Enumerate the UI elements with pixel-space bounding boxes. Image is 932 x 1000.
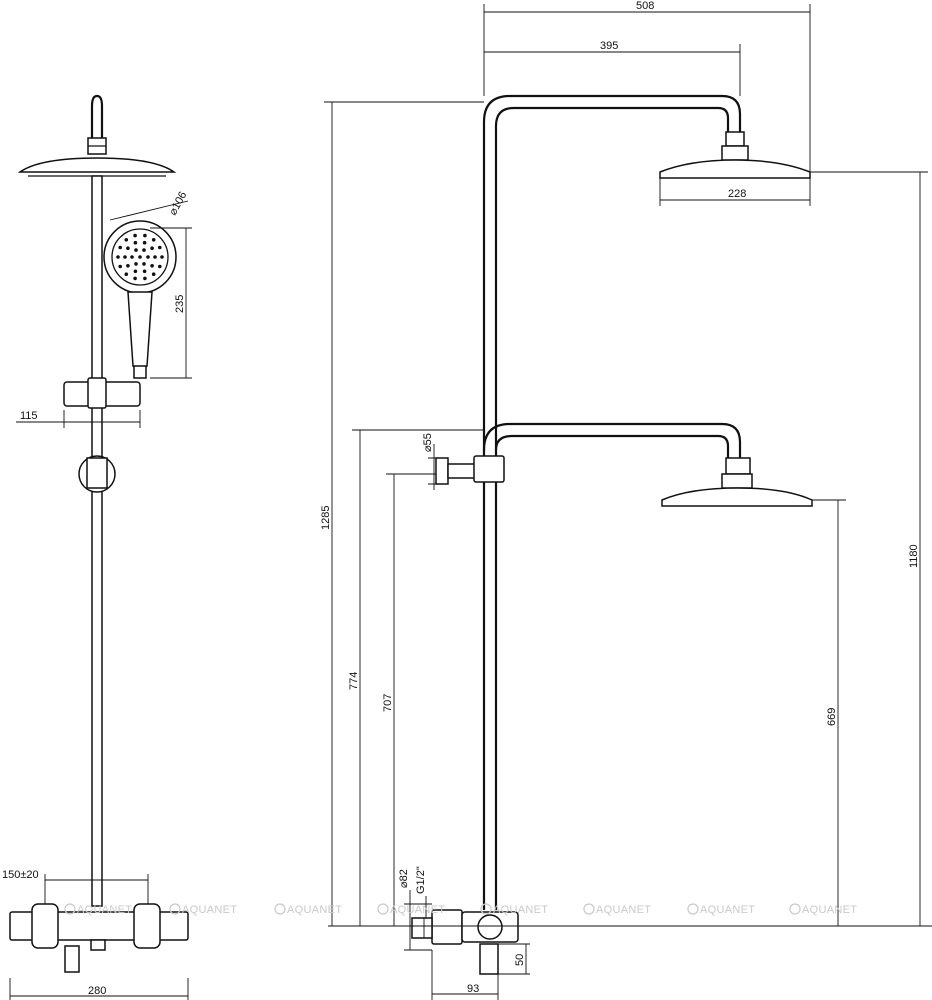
hand-shower-nozzles [116,233,164,281]
dim-mixer-spacing: 150±20 [2,869,39,881]
dim-head-height: 1180 [908,544,920,568]
side-wall-connector [411,917,433,939]
upper-riser-inner [494,106,730,910]
aquanet-logo-icon [480,903,492,915]
watermark-6: AQUANET [583,903,651,916]
dim-thread: G1/2" [415,866,427,894]
watermark-text: AQUANET [390,904,445,916]
dim-escutcheon-diameter: ⌀82 [398,869,410,888]
dim-lower-head-height: 669 [826,708,838,726]
dim-total-width: 508 [636,0,654,12]
upper-rain-head [659,159,811,179]
side-mixer-spout [479,943,499,975]
lower-arm-inner [494,434,730,458]
lower-head-connector [725,457,751,475]
dim-outlet-height: 707 [382,694,394,712]
upper-riser-outer [482,94,742,910]
watermark-8: AQUANET [789,903,857,916]
dim-total-height: 1285 [320,506,332,530]
side-wall-plate [435,457,449,485]
side-view: 508 395 228 1285 1180 774 707 669 [320,0,932,1000]
watermark-7: AQUANET [687,903,755,916]
watermark-text: AQUANET [493,904,548,916]
lower-arm-outer [482,422,742,458]
watermark-text: AQUANET [596,904,651,916]
watermark-5: AQUANET [480,903,548,916]
front-rain-head [17,157,177,173]
dim-spout-projection: 93 [467,983,479,995]
aquanet-logo-icon [377,903,389,915]
front-riser-rail [91,175,103,907]
hand-shower-handle [127,291,153,370]
dim-spout-drop: 50 [514,954,526,966]
watermark-row: AQUANET AQUANET AQUANET AQUANET AQUANET AQUAN… [64,903,857,916]
upper-head-connector [725,131,745,147]
mixer-connector [64,945,80,973]
watermark-3: AQUANET [274,903,342,916]
watermark-1: AQUANET [64,903,132,916]
front-view: ⌀106 235 115 150±20 280 [2,94,192,1000]
dim-mixer-width: 280 [88,985,106,997]
dim-hand-shower-diameter: ⌀106 [167,190,189,218]
dim-bracket-diameter: ⌀55 [422,433,434,452]
watermark-text: AQUANET [802,904,857,916]
mixer-right-handle [133,903,161,949]
front-arm-hook [90,94,104,138]
watermark-4: AQUANET [377,903,445,916]
lower-rain-head [661,487,813,507]
dim-holder-offset: 115 [20,410,38,422]
aquanet-logo-icon [789,903,801,915]
aquanet-logo-icon [169,903,181,915]
mixer-spout [90,939,106,951]
hand-shower-hose-nut [133,365,147,379]
side-bracket-clamp [473,455,505,483]
aquanet-logo-icon [274,903,286,915]
dim-lower-connection-height: 774 [348,672,360,690]
dim-head-diameter: 228 [728,188,746,200]
dim-hand-shower-length: 235 [174,295,186,313]
watermark-text: AQUANET [182,904,237,916]
watermark-2: AQUANET [169,903,237,916]
watermark-text: AQUANET [700,904,755,916]
watermark-text: AQUANET [287,904,342,916]
aquanet-logo-icon [583,903,595,915]
aquanet-logo-icon [687,903,699,915]
side-mixer-knob [477,914,503,940]
dim-arm-length: 395 [600,40,618,52]
aquanet-logo-icon [64,903,76,915]
watermark-text: AQUANET [77,904,132,916]
mixer-left-handle [31,903,59,949]
